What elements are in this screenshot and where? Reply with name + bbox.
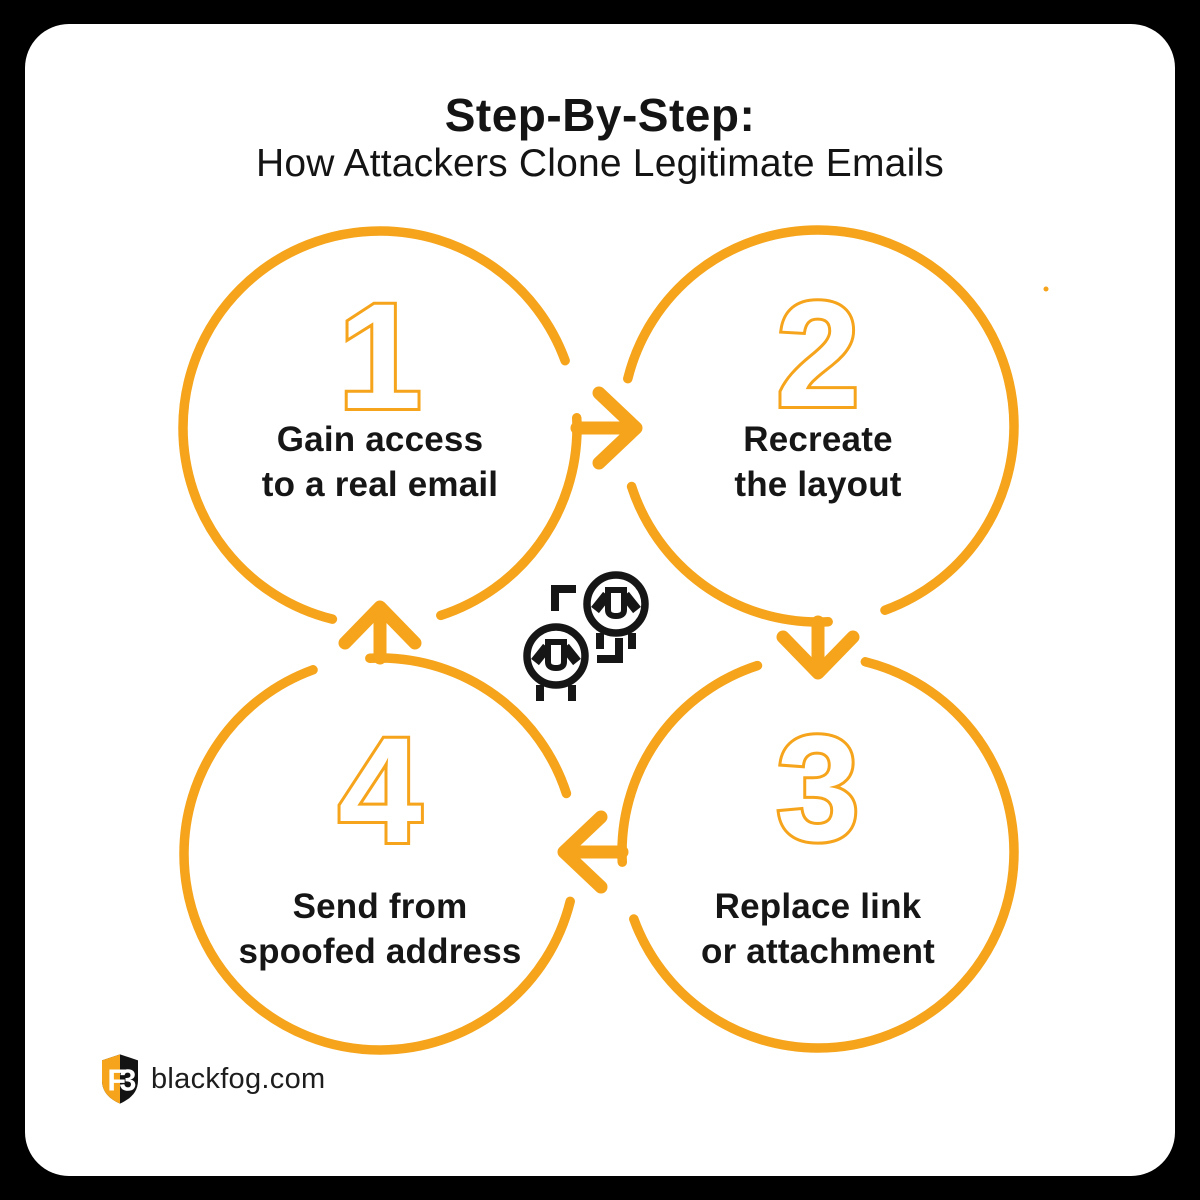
arrow-step3-to-step4-icon (557, 810, 629, 894)
step-4-number: 4 (338, 706, 421, 874)
step-4-label-line1: Send from (292, 887, 468, 926)
step-4-label-line2: spoofed address (238, 932, 522, 971)
step-2-label-line2: the layout (734, 465, 902, 504)
arrow-step1-to-step2-icon (570, 386, 643, 470)
decorative-speck (1043, 286, 1049, 292)
clone-spy-icon (523, 571, 649, 701)
page-title: Step-By-Step: (444, 89, 756, 141)
spy-badge-icon (583, 571, 649, 649)
spy-badge-icon (523, 623, 589, 701)
footer-brand: F 3 blackfog.com (100, 1050, 325, 1108)
step-1-label: Gain access to a real email (200, 417, 560, 507)
step-2-number: 2 (776, 270, 859, 438)
arrow-step4-to-step1-icon (338, 600, 422, 665)
step-1-label-line1: Gain access (276, 420, 484, 459)
step-1-number: 1 (338, 272, 421, 440)
step-3-label-line2: or attachment (700, 932, 936, 971)
step-3-label: Replace link or attachment (638, 884, 998, 974)
step-4-label: Send from spoofed address (200, 884, 560, 974)
step-2-label-line1: Recreate (743, 420, 893, 459)
step-3-label-line1: Replace link (714, 887, 922, 926)
blackfog-shield-logo-icon: F 3 (102, 1054, 138, 1104)
website-text: blackfog.com (151, 1062, 326, 1095)
step-2-label: Recreate the layout (638, 417, 998, 507)
step-1-label-line2: to a real email (261, 465, 499, 504)
arrow-step2-to-step3-icon (776, 615, 860, 680)
page-subtitle: How Attackers Clone Legitimate Emails (255, 142, 944, 185)
svg-text:F: F (107, 1063, 126, 1097)
step-3-number: 3 (776, 704, 859, 872)
svg-text:3: 3 (119, 1063, 136, 1097)
